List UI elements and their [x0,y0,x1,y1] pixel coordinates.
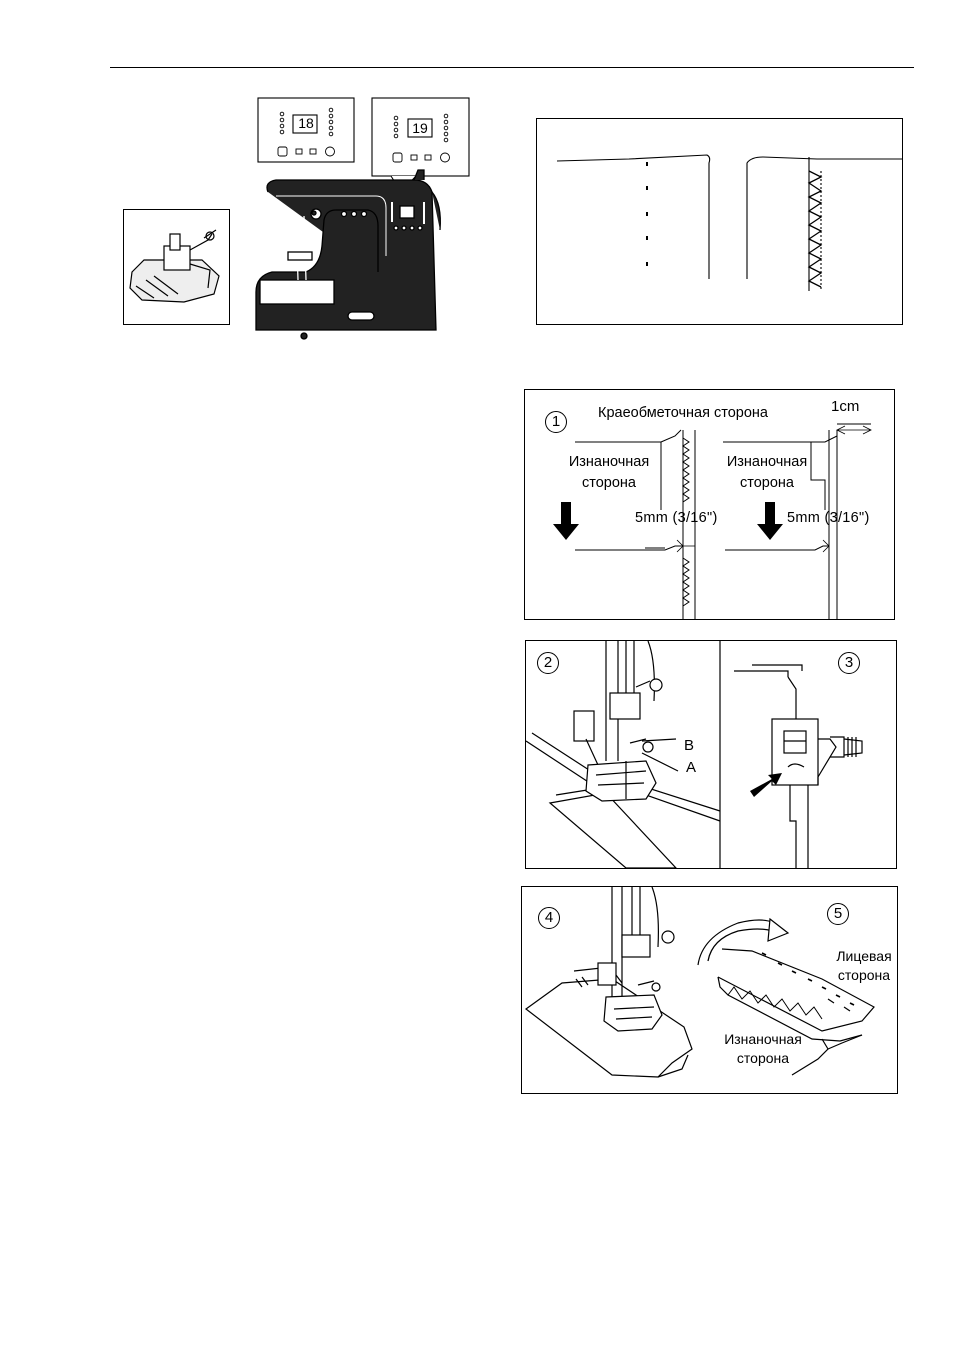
sewing-machine-figure: 18 19 [236,96,476,341]
figure-2-3-presser-foot: 2 3 B A [525,640,897,869]
display-number-left: 18 [298,115,314,131]
figure-1-overlock-edge: 1 Краеобметочная сторона 1cm Изнаночная … [524,389,895,620]
stitch-comparison-figure [536,118,903,325]
figure-4-5-finished-seam: 4 5 Лицевая сторона Изнаночная сторона [521,886,898,1094]
display-number-right: 19 [412,120,428,136]
presser-foot-figure [123,209,230,325]
header-rule [110,67,914,68]
